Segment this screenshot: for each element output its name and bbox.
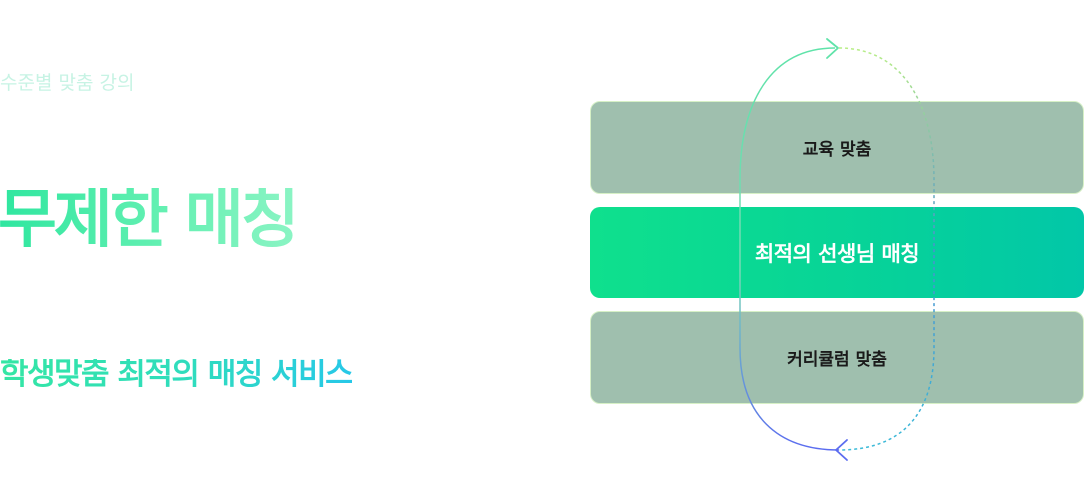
card-education-fit: 교육 맞춤	[590, 101, 1084, 194]
headline: 무제한 매칭	[0, 183, 300, 257]
card-teacher-matching-label: 최적의 선생님 매칭	[754, 241, 920, 266]
matching-diagram: 교육 맞춤 최적의 선생님 매칭 커리큘럼 맞춤	[589, 30, 1085, 470]
card-curriculum-fit-label: 커리큘럼 맞춤	[787, 350, 887, 370]
intro-eyebrow: 수준별 맞춤 강의	[0, 72, 135, 94]
card-education-fit-label: 교육 맞춤	[802, 140, 872, 160]
subline: 학생맞춤 최적의 매칭 서비스	[0, 356, 354, 392]
card-teacher-matching: 최적의 선생님 매칭	[590, 207, 1084, 298]
arrow-right-head-icon	[826, 38, 839, 59]
card-curriculum-fit: 커리큘럼 맞춤	[590, 311, 1084, 404]
arrow-left-head-icon	[835, 439, 848, 461]
